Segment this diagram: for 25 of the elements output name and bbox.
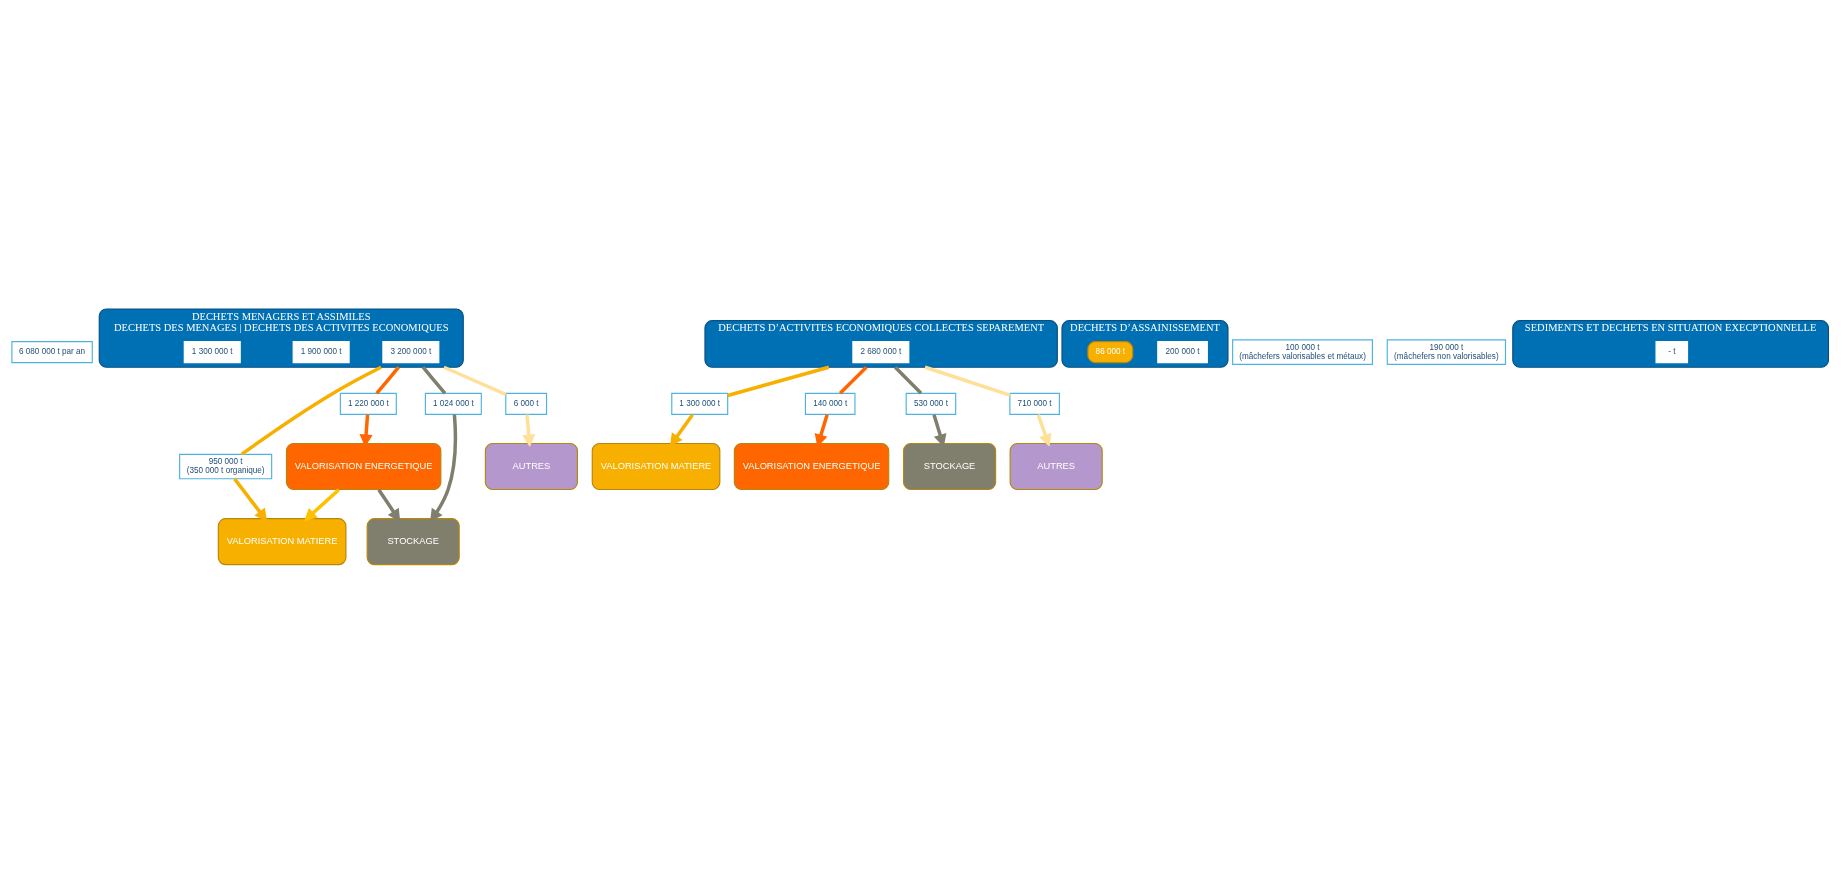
connector (727, 365, 830, 398)
arrow (430, 414, 458, 522)
connector (443, 365, 507, 396)
arrow (233, 477, 268, 522)
node-box: VALORISATION MATIERE (591, 442, 721, 491)
connector (894, 366, 923, 395)
arrow (522, 414, 536, 447)
connector (421, 366, 447, 395)
arrow (377, 488, 401, 522)
arrow (814, 414, 829, 447)
connector (838, 366, 868, 395)
node-box: STOCKAGE (903, 442, 997, 491)
arrow (670, 413, 694, 447)
node-box: AUTRES (484, 442, 578, 491)
node-box: VALORISATION ENERGETIQUE (733, 442, 890, 491)
node-box: STOCKAGE (366, 518, 460, 566)
connector (924, 365, 1011, 397)
arrow (932, 414, 947, 447)
arrow (304, 488, 340, 522)
node-box: AUTRES (1009, 442, 1103, 491)
node-box: VALORISATION ENERGETIQUE (285, 442, 442, 491)
arrow (1036, 414, 1052, 447)
connector (240, 365, 382, 456)
node-box: VALORISATION MATIERE (217, 518, 347, 566)
connector (375, 366, 400, 395)
